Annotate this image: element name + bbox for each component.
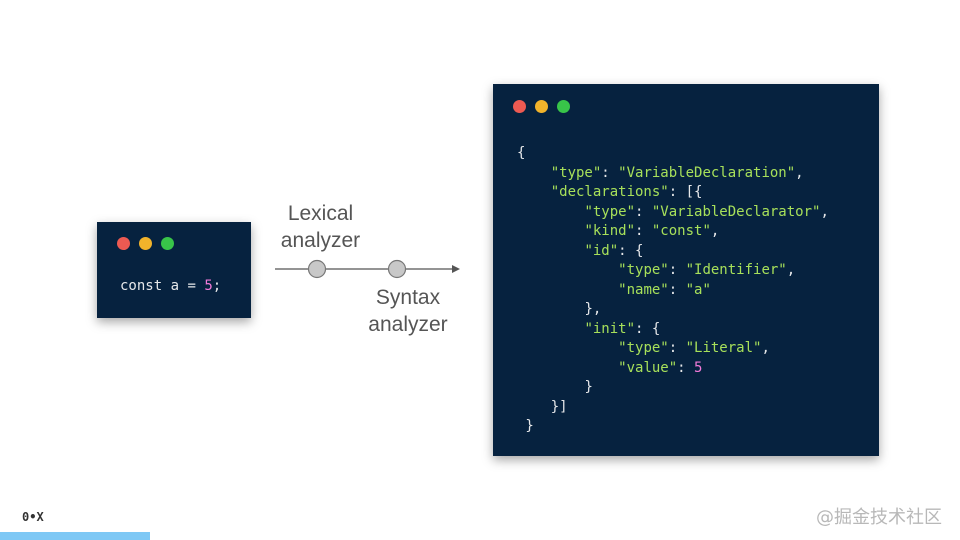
syntax-analyzer-node bbox=[387, 259, 407, 279]
json-punctuation: , bbox=[786, 262, 796, 278]
progress-bar bbox=[0, 532, 150, 540]
ast-code-line: "name": "a" bbox=[517, 281, 829, 301]
json-key: "id" bbox=[584, 242, 619, 259]
brand-logo: 0•X bbox=[22, 510, 44, 524]
json-punctuation: : bbox=[635, 203, 652, 220]
ast-code-line: } bbox=[517, 378, 829, 398]
json-punctuation: , bbox=[761, 340, 770, 356]
source-code-window: const a = 5; bbox=[97, 222, 251, 318]
json-key: "name" bbox=[618, 281, 669, 298]
json-key: "type" bbox=[584, 203, 636, 220]
json-punctuation: : bbox=[668, 340, 686, 356]
json-punctuation: } bbox=[517, 418, 534, 434]
json-punctuation: : [{ bbox=[668, 184, 703, 200]
json-punctuation: : bbox=[668, 281, 686, 298]
json-key: "value" bbox=[618, 359, 678, 376]
json-punctuation: : bbox=[668, 262, 686, 278]
source-code-line: const a = 5; bbox=[120, 278, 221, 294]
maximize-dot-icon bbox=[557, 100, 570, 113]
json-punctuation: : bbox=[677, 359, 695, 376]
pipeline-arrow-head bbox=[452, 265, 460, 273]
json-punctuation: , bbox=[710, 223, 720, 239]
json-key: "kind" bbox=[584, 223, 636, 239]
minimize-dot-icon bbox=[139, 237, 152, 250]
json-punctuation: , bbox=[820, 203, 829, 220]
json-punctuation: : bbox=[635, 223, 652, 239]
json-punctuation: : { bbox=[618, 242, 644, 259]
ast-code-line: "id": { bbox=[517, 242, 829, 262]
code-terminator: ; bbox=[212, 278, 222, 294]
json-punctuation: { bbox=[517, 145, 526, 161]
ast-code-window: { "type": "VariableDeclaration", "declar… bbox=[493, 84, 879, 456]
json-string: "Literal" bbox=[685, 340, 762, 356]
json-string: "VariableDeclaration" bbox=[618, 164, 796, 181]
ast-code-line: "type": "Identifier", bbox=[517, 261, 829, 281]
json-punctuation: }, bbox=[584, 301, 602, 317]
json-key: "declarations" bbox=[550, 184, 669, 200]
ast-code-line: } bbox=[517, 417, 829, 437]
json-string: "VariableDeclarator" bbox=[651, 203, 821, 220]
json-key: "type" bbox=[618, 340, 669, 356]
ast-code-line: }] bbox=[517, 398, 829, 418]
json-key: "init" bbox=[584, 320, 636, 337]
ast-code-line: "type": "VariableDeclaration", bbox=[517, 164, 829, 184]
watermark: @掘金技术社区 bbox=[816, 507, 942, 528]
maximize-dot-icon bbox=[161, 237, 174, 250]
ast-code-line: "type": "VariableDeclarator", bbox=[517, 203, 829, 223]
ast-code-line: "kind": "const", bbox=[517, 222, 829, 242]
code-keyword: const bbox=[120, 278, 163, 294]
ast-code-line: { bbox=[517, 144, 829, 164]
ast-code-line: "init": { bbox=[517, 320, 829, 340]
json-punctuation: }] bbox=[550, 398, 568, 415]
code-operator: = bbox=[187, 278, 196, 294]
ast-code-line: "type": "Literal", bbox=[517, 339, 829, 359]
ast-json-code: { "type": "VariableDeclaration", "declar… bbox=[517, 144, 829, 437]
json-punctuation: } bbox=[584, 379, 593, 395]
close-dot-icon bbox=[513, 100, 526, 113]
json-string: "Identifier" bbox=[685, 262, 787, 278]
json-punctuation: : bbox=[601, 164, 619, 181]
window-controls bbox=[117, 237, 174, 250]
lexical-analyzer-node bbox=[307, 259, 327, 279]
json-string: "const" bbox=[651, 223, 711, 239]
json-key: "type" bbox=[550, 164, 602, 181]
syntax-analyzer-label: Syntax analyzer bbox=[368, 286, 448, 336]
ast-code-line: "value": 5 bbox=[517, 359, 829, 379]
ast-code-line: "declarations": [{ bbox=[517, 183, 829, 203]
window-controls bbox=[513, 100, 570, 113]
minimize-dot-icon bbox=[535, 100, 548, 113]
close-dot-icon bbox=[117, 237, 130, 250]
json-punctuation: , bbox=[795, 164, 804, 181]
json-key: "type" bbox=[618, 262, 669, 278]
ast-code-line: }, bbox=[517, 300, 829, 320]
json-punctuation: : { bbox=[635, 320, 661, 337]
code-identifier: a bbox=[170, 278, 180, 294]
json-string: "a" bbox=[685, 281, 711, 298]
code-number: 5 bbox=[204, 278, 213, 294]
json-number: 5 bbox=[694, 359, 703, 376]
lexical-analyzer-label: Lexical analyzer bbox=[280, 202, 361, 252]
